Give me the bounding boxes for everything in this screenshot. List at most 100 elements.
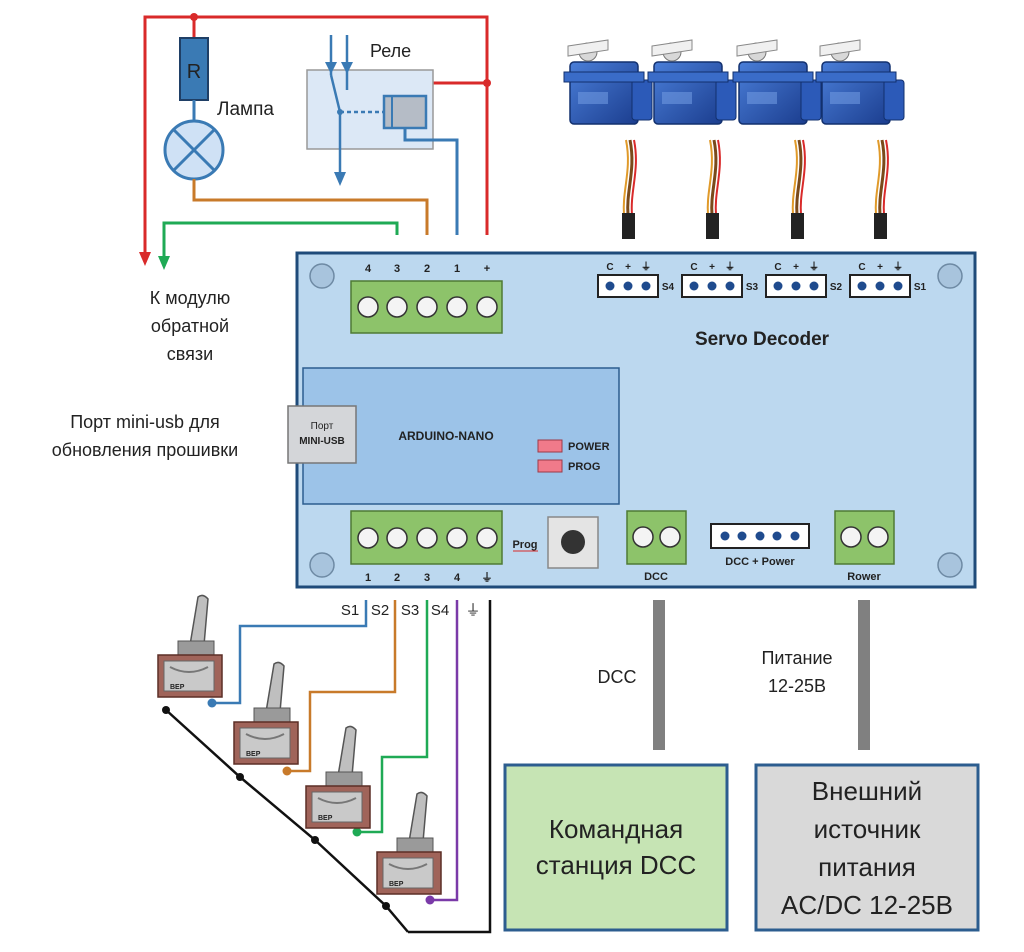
servo-motor-icon <box>647 39 737 239</box>
toggle-switch[interactable]: BEP <box>157 594 223 698</box>
red-arrow-icon <box>139 252 151 266</box>
power-box-line2: источник <box>814 814 921 844</box>
servo-motor-icon <box>563 39 653 239</box>
board-title: Servo Decoder <box>695 329 830 350</box>
prog-led-icon <box>537 459 563 473</box>
dcc-power-label: DCC + Power <box>725 556 795 568</box>
switch-wire-label: S2 <box>371 602 389 619</box>
switch-brand-label: BEP <box>170 684 185 691</box>
dcc-terminal-label: DCC <box>644 571 668 583</box>
top-terminal-label: 2 <box>424 263 430 275</box>
terminal-screw <box>386 296 408 318</box>
terminal-screw <box>386 527 408 549</box>
prog-led-label: PROG <box>568 461 600 473</box>
switch-wire-label: S1 <box>341 602 359 619</box>
switch-wire-label: S4 <box>431 602 449 619</box>
switch-wire-labels: S1 S2 S3 S4 ⏚ <box>341 602 481 619</box>
top-terminal-label: 3 <box>394 263 400 275</box>
prog-button-label: Prog <box>512 539 537 551</box>
red-power-wire <box>143 15 489 255</box>
servo-motor-icon <box>732 39 822 239</box>
dcc-cable-label: DCC <box>598 667 637 687</box>
relay-lamp-circuit: R Лампа Реле <box>139 13 491 270</box>
switch-brand-label: BEP <box>246 751 261 758</box>
toggle-switch[interactable]: BEP <box>233 661 299 765</box>
feedback-line2: обратной <box>151 316 229 336</box>
servo-pin-label: ⏚ <box>809 261 819 273</box>
servo-headers: C+⏚S4C+⏚S3C+⏚S2C+⏚S1 <box>597 261 927 298</box>
dcc-cable <box>653 600 665 750</box>
usb-note-line2: обновления прошивки <box>52 440 238 460</box>
mini-usb-port[interactable] <box>287 405 357 464</box>
servo-motor-icon <box>815 39 905 239</box>
servo-pin-label: + <box>793 262 799 273</box>
power-terminal-label: Rower <box>847 571 881 583</box>
terminal-screw <box>357 527 379 549</box>
s4-wire <box>430 600 459 902</box>
power-box-line3: питания <box>818 852 916 882</box>
arduino-label: ARDUINO-NANO <box>398 429 493 443</box>
ground-wire <box>408 600 492 934</box>
terminal-screw <box>357 296 379 318</box>
toggle-switch[interactable]: BEP <box>305 725 371 829</box>
servo-port-label: S1 <box>914 282 927 293</box>
servo-pin-label: C <box>690 262 697 273</box>
terminal-screw <box>446 296 468 318</box>
power-led-label: POWER <box>568 441 610 453</box>
top-terminal-label: + <box>484 263 490 275</box>
prog-button-knob[interactable] <box>561 530 585 554</box>
terminal-screw <box>476 296 498 318</box>
blue-relay-wire <box>403 128 459 235</box>
switch-wiring <box>162 600 492 934</box>
servo-pin-label: + <box>709 262 715 273</box>
servo-header-s3: C+⏚S3 <box>681 261 759 298</box>
mounting-hole-icon <box>309 263 335 289</box>
mounting-hole-icon <box>309 552 335 578</box>
terminal-screw <box>476 527 498 549</box>
s1-wire <box>212 600 368 705</box>
dcc-command-station-box <box>503 763 729 932</box>
power-box-line4: AC/DC 12-25В <box>781 890 953 920</box>
servo-pin-label: C <box>606 262 613 273</box>
mounting-hole-icon <box>937 263 963 289</box>
usb-port-line1: Порт <box>311 421 334 432</box>
bottom-terminal-label: 4 <box>454 572 461 584</box>
orange-lamp-wire <box>192 179 429 235</box>
servo-port-label: S2 <box>830 282 843 293</box>
terminal-screw <box>416 527 438 549</box>
servo-pin-label: C <box>774 262 781 273</box>
terminal-screw <box>416 296 438 318</box>
switch-wire-label: S3 <box>401 602 419 619</box>
top-terminal-label: 4 <box>365 263 372 275</box>
servo-pin-label: ⏚ <box>893 261 903 273</box>
switch-brand-label: BEP <box>389 881 404 888</box>
bottom-terminal-label: 3 <box>424 572 430 584</box>
servo-pin-label: C <box>858 262 865 273</box>
servo-pin-label: + <box>625 262 631 273</box>
resistor <box>179 37 209 101</box>
power-cable-label-line1: Питание <box>761 648 832 668</box>
feedback-line3: связи <box>167 344 213 364</box>
servo-header-s2: C + ⏚ S2 <box>765 261 843 298</box>
green-arrow-icon <box>158 256 170 270</box>
servo-header-s1: C+⏚S1 <box>849 261 927 298</box>
bottom-terminal-label: 1 <box>365 572 371 584</box>
power-cable-label-line2: 12-25В <box>768 676 826 696</box>
switch-wire-label: ⏚ <box>465 602 480 619</box>
relay-coil <box>382 94 428 130</box>
mounting-hole-icon <box>937 552 963 578</box>
relay-label: Реле <box>370 41 411 61</box>
usb-note-line1: Порт mini-usb для <box>70 412 220 432</box>
bottom-terminal-label: 2 <box>394 572 400 584</box>
s3-wire <box>357 600 429 834</box>
toggle-switch[interactable]: BEP <box>376 791 442 895</box>
feedback-line1: К модулю <box>150 288 231 308</box>
bottom-terminal-label: ⏚ <box>482 571 493 584</box>
station-box-line1: Командная <box>549 814 683 844</box>
top-terminal-label: 1 <box>454 263 460 275</box>
power-box-line1: Внешний <box>812 776 922 806</box>
power-cable <box>858 600 870 750</box>
terminal-screw <box>446 527 468 549</box>
